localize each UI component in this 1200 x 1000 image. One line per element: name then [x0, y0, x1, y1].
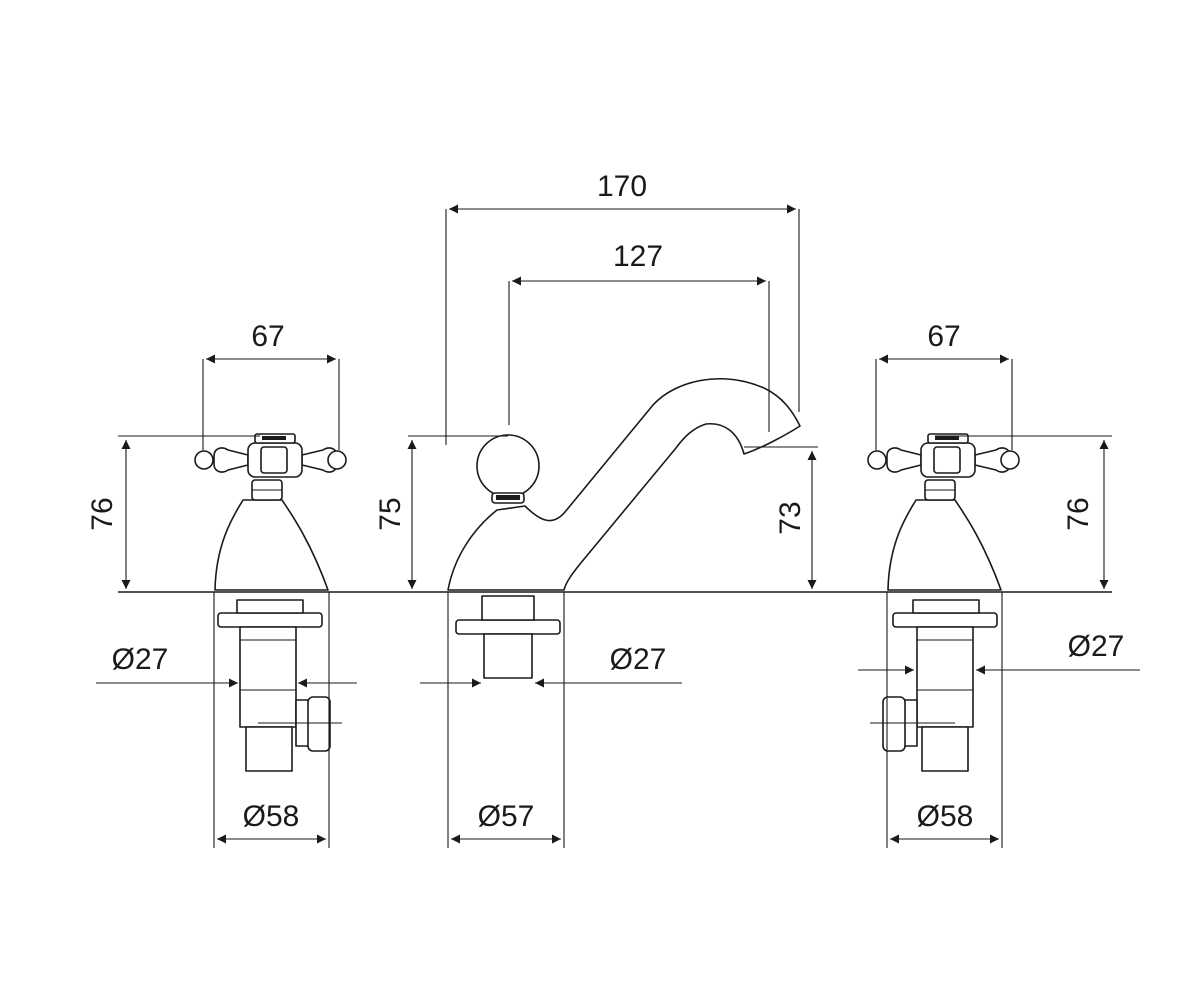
dim-label-right-67: 67 — [927, 320, 960, 353]
dim-label-73: 73 — [774, 501, 807, 534]
dim-label-left-67: 67 — [251, 320, 284, 353]
dim-label-left-76: 76 — [86, 497, 119, 530]
dim-label-center-d27: Ø27 — [610, 643, 667, 676]
dim-label-left-d58: Ø58 — [243, 800, 300, 833]
dim-label-right-76: 76 — [1062, 497, 1095, 530]
dim-label-left-d27: Ø27 — [112, 643, 169, 676]
dim-label-127: 127 — [613, 240, 663, 273]
dim-label-170: 170 — [597, 170, 647, 203]
dim-label-75: 75 — [374, 497, 407, 530]
left-crosshead-tap — [96, 354, 357, 848]
dim-label-d57: Ø57 — [478, 800, 535, 833]
right-crosshead-tap — [858, 354, 1140, 848]
dim-label-right-d27: Ø27 — [1068, 630, 1125, 663]
centre-spout — [407, 204, 818, 848]
dim-label-right-d58: Ø58 — [917, 800, 974, 833]
